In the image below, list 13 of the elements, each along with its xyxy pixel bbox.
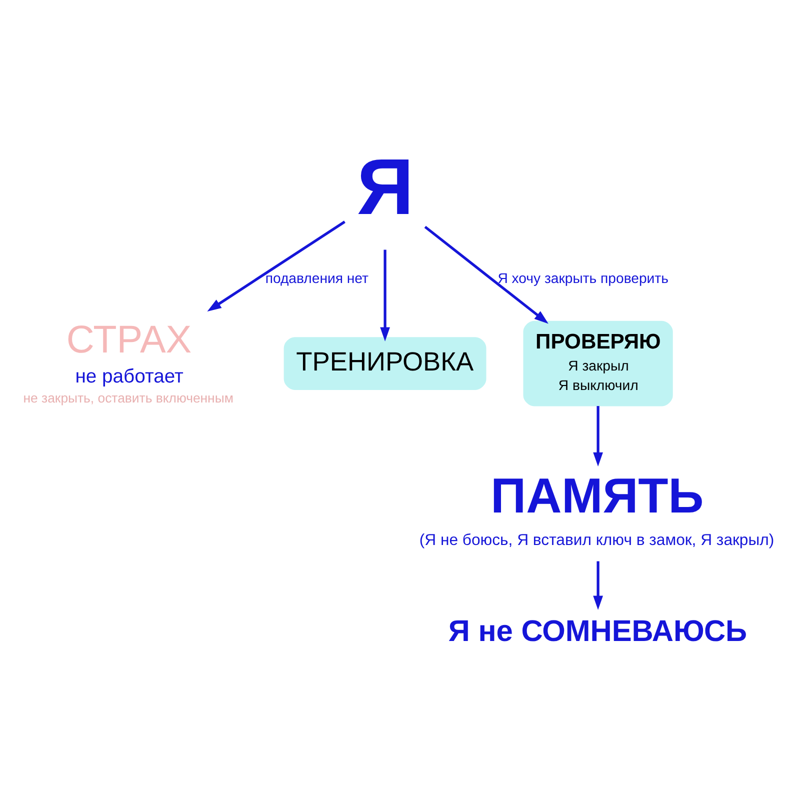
edge-label: подавления нет — [265, 269, 368, 286]
node-text: СТРАХ не работает не закрыть, оставить включенным — [23, 318, 234, 405]
edge-label: Я хочу закрыть проверить — [498, 269, 668, 286]
node-box: ТРЕНИРОВКА — [284, 336, 486, 390]
arrow — [593, 560, 603, 610]
arrow — [207, 220, 346, 312]
arrow — [424, 225, 548, 324]
arrow — [380, 249, 390, 341]
node-text: Я — [356, 141, 414, 230]
node-text: ПАМЯТЬ (Я не боюсь, Я вставил ключ в замок, Я закрыл) — [419, 468, 774, 548]
node-box: ПРОВЕРЯЮ Я закрыл Я выключил — [523, 320, 673, 406]
node-text: Я не СОМНЕВАЮСЬ — [448, 614, 748, 648]
arrow — [593, 406, 603, 466]
